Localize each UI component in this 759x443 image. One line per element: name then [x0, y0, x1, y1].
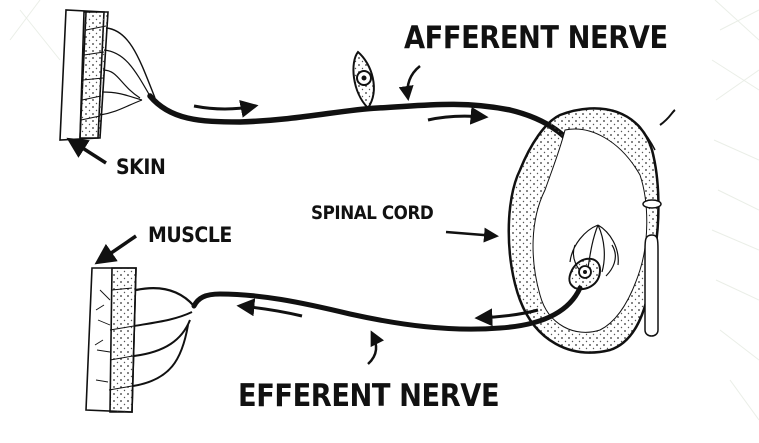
signal-direction-arrow-icon	[474, 308, 539, 327]
muscle-pointer-arrow-icon	[94, 234, 137, 265]
skin-pointer-arrow-icon	[66, 137, 107, 165]
neuron-cell-body-icon	[352, 50, 375, 110]
muscle-tissue	[85, 267, 195, 413]
motor-neuron-cell-body-icon	[568, 257, 602, 290]
efferent-nerve-fiber	[191, 285, 583, 332]
signal-direction-arrow-icon	[427, 106, 489, 125]
skin-tissue	[59, 9, 156, 141]
signal-direction-arrow-icon	[193, 99, 259, 118]
afferent-nerve-label: AFFERENT NERVE	[404, 20, 668, 56]
skin-label: SKIN	[116, 155, 166, 179]
spinal-cord-section	[507, 107, 676, 354]
background-watermark	[9, 0, 759, 421]
label-pointer-arrow-icon	[398, 65, 421, 101]
muscle-label: MUSCLE	[148, 223, 232, 247]
spinal-cord-label: SPINAL CORD	[311, 202, 434, 224]
label-pointer-arrow-icon	[367, 330, 385, 365]
spinal-cord-pointer-arrow-icon	[445, 227, 499, 243]
signal-direction-arrow-icon	[236, 298, 303, 318]
efferent-nerve-label: EFFERENT NERVE	[238, 378, 500, 414]
